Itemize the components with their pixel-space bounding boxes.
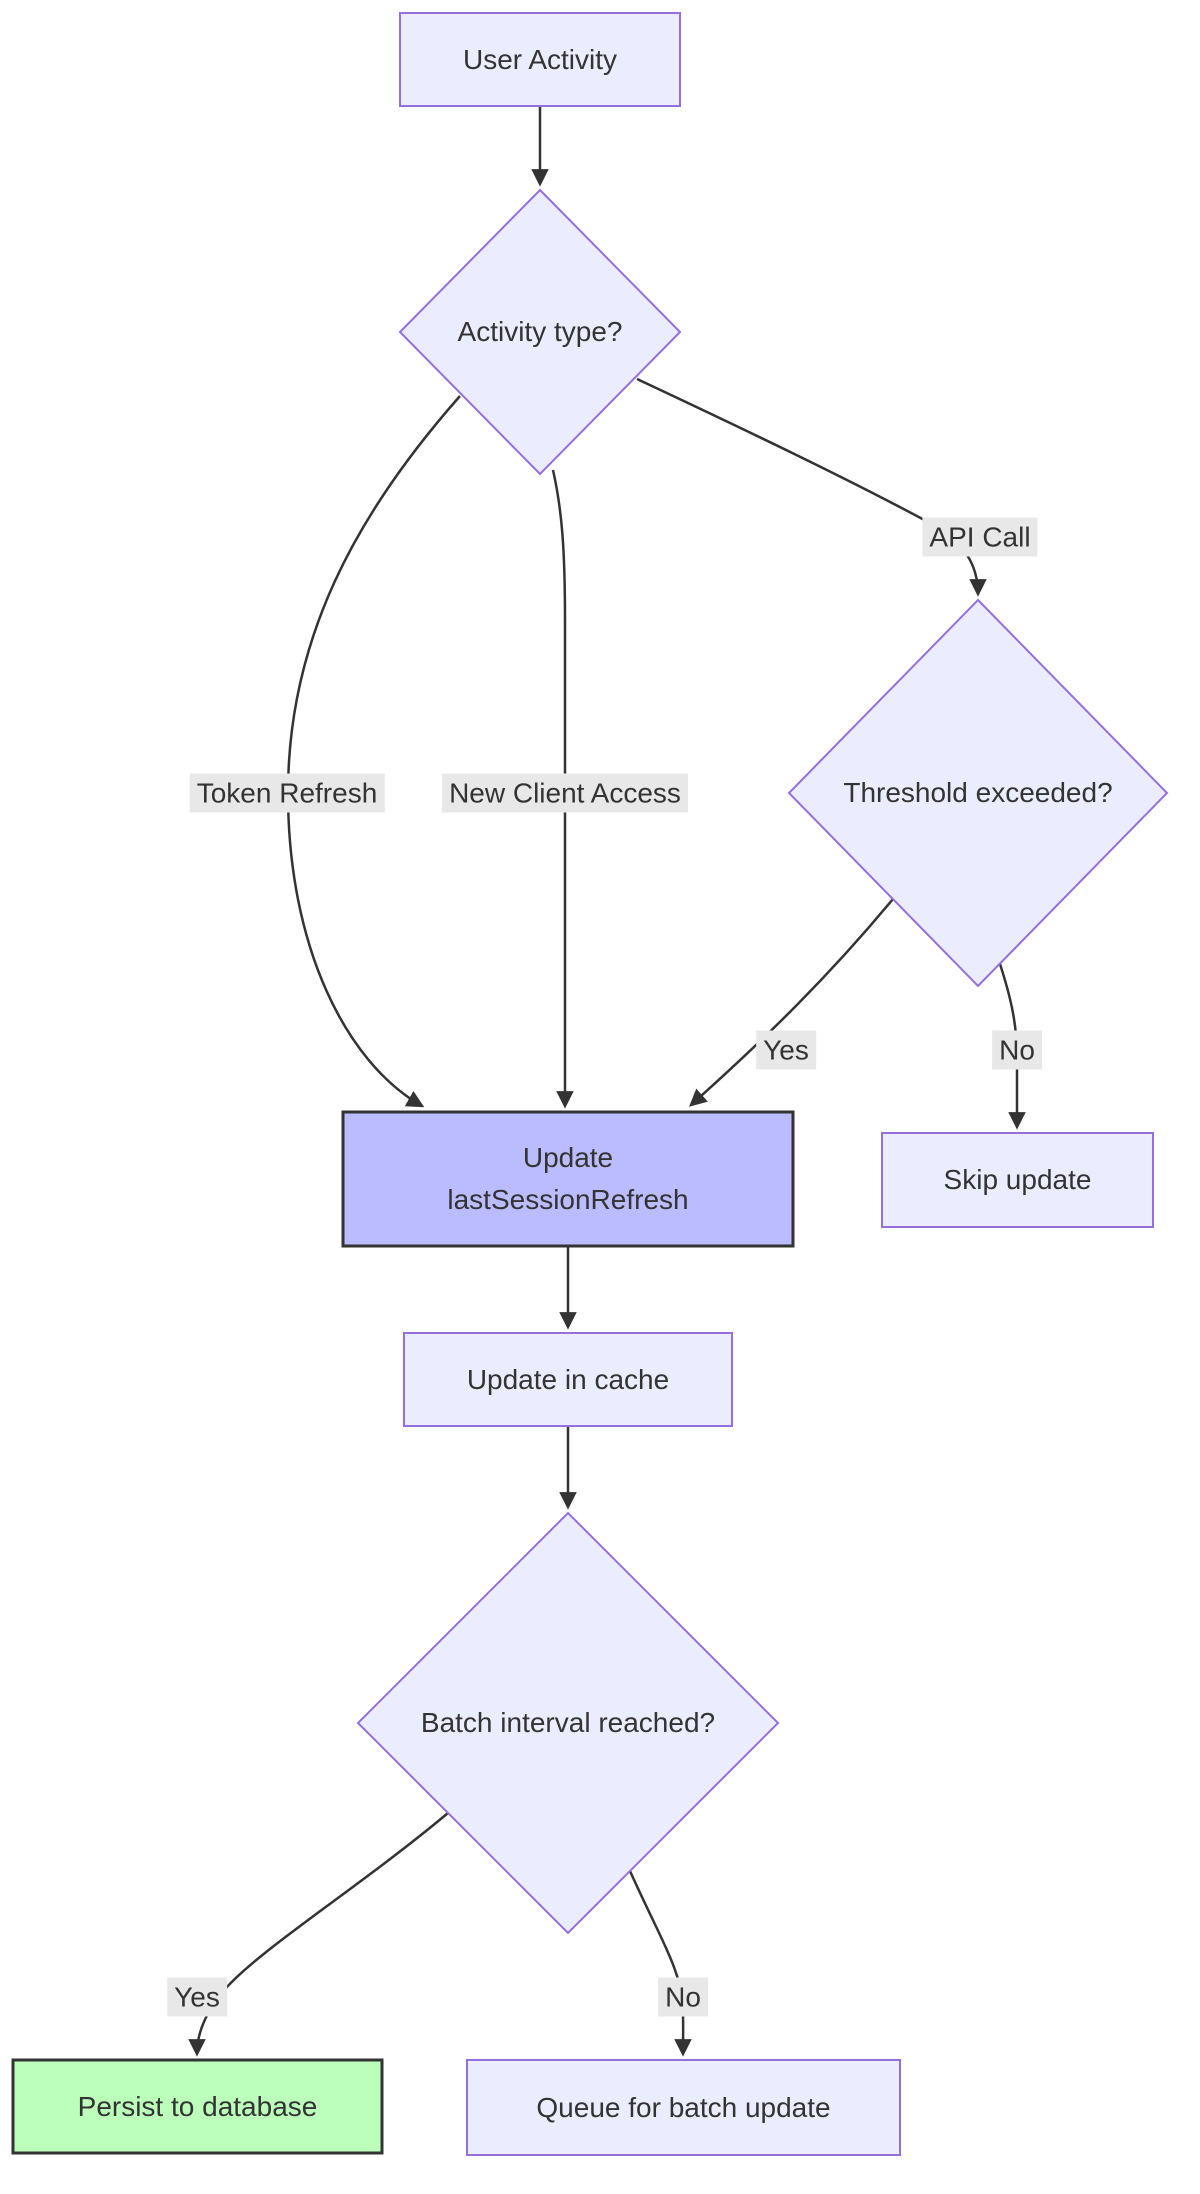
edge-token-refresh (286, 395, 461, 1108)
edge-batch-yes (188, 1812, 449, 2057)
node-threshold-exceeded (787, 598, 1169, 988)
edge-new-client-access (551, 469, 574, 1109)
node-persist-to-database (11, 2058, 384, 2155)
edge-threshold-no (998, 963, 1026, 1130)
node-activity-type (398, 188, 682, 476)
node-user-activity (399, 12, 681, 107)
node-update-in-cache (403, 1332, 733, 1427)
node-update-last-session-refresh (341, 1110, 795, 1248)
node-skip-update (881, 1132, 1154, 1228)
edge-api-call (636, 377, 987, 597)
node-queue-for-batch-update (466, 2059, 901, 2156)
edge-batch-no (628, 1870, 692, 2057)
node-batch-interval-reached (356, 1511, 780, 1935)
edge-threshold-yes (689, 898, 894, 1107)
